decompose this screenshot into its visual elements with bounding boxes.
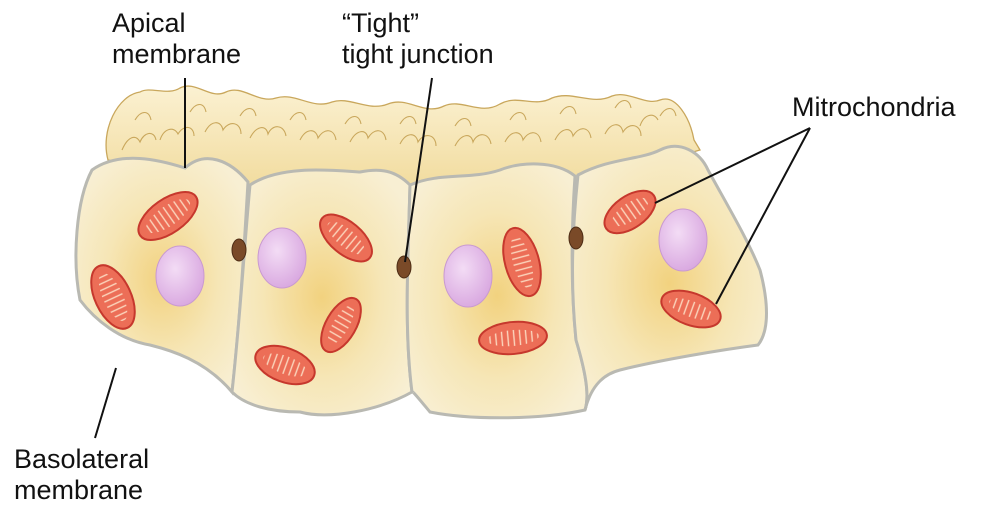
- tight-junction-1: [232, 239, 246, 261]
- nucleus-4: [659, 209, 707, 271]
- cell-3: [407, 164, 587, 418]
- nucleus-3: [444, 245, 492, 307]
- tight-junction-3: [569, 227, 583, 249]
- basolateral-leader-line: [95, 368, 116, 438]
- tight-junction-2: [397, 256, 411, 278]
- cell-2: [232, 170, 412, 415]
- apical-membrane-label: Apical membrane: [112, 8, 241, 70]
- nucleus-2: [258, 228, 306, 288]
- basolateral-membrane-label: Basolateral membrane: [14, 444, 149, 506]
- mitochondria-label: Mitrochondria: [792, 92, 956, 123]
- tight-junction-label: “Tight” tight junction: [342, 8, 494, 70]
- nucleus-1: [156, 246, 204, 306]
- cell-4: [573, 146, 767, 410]
